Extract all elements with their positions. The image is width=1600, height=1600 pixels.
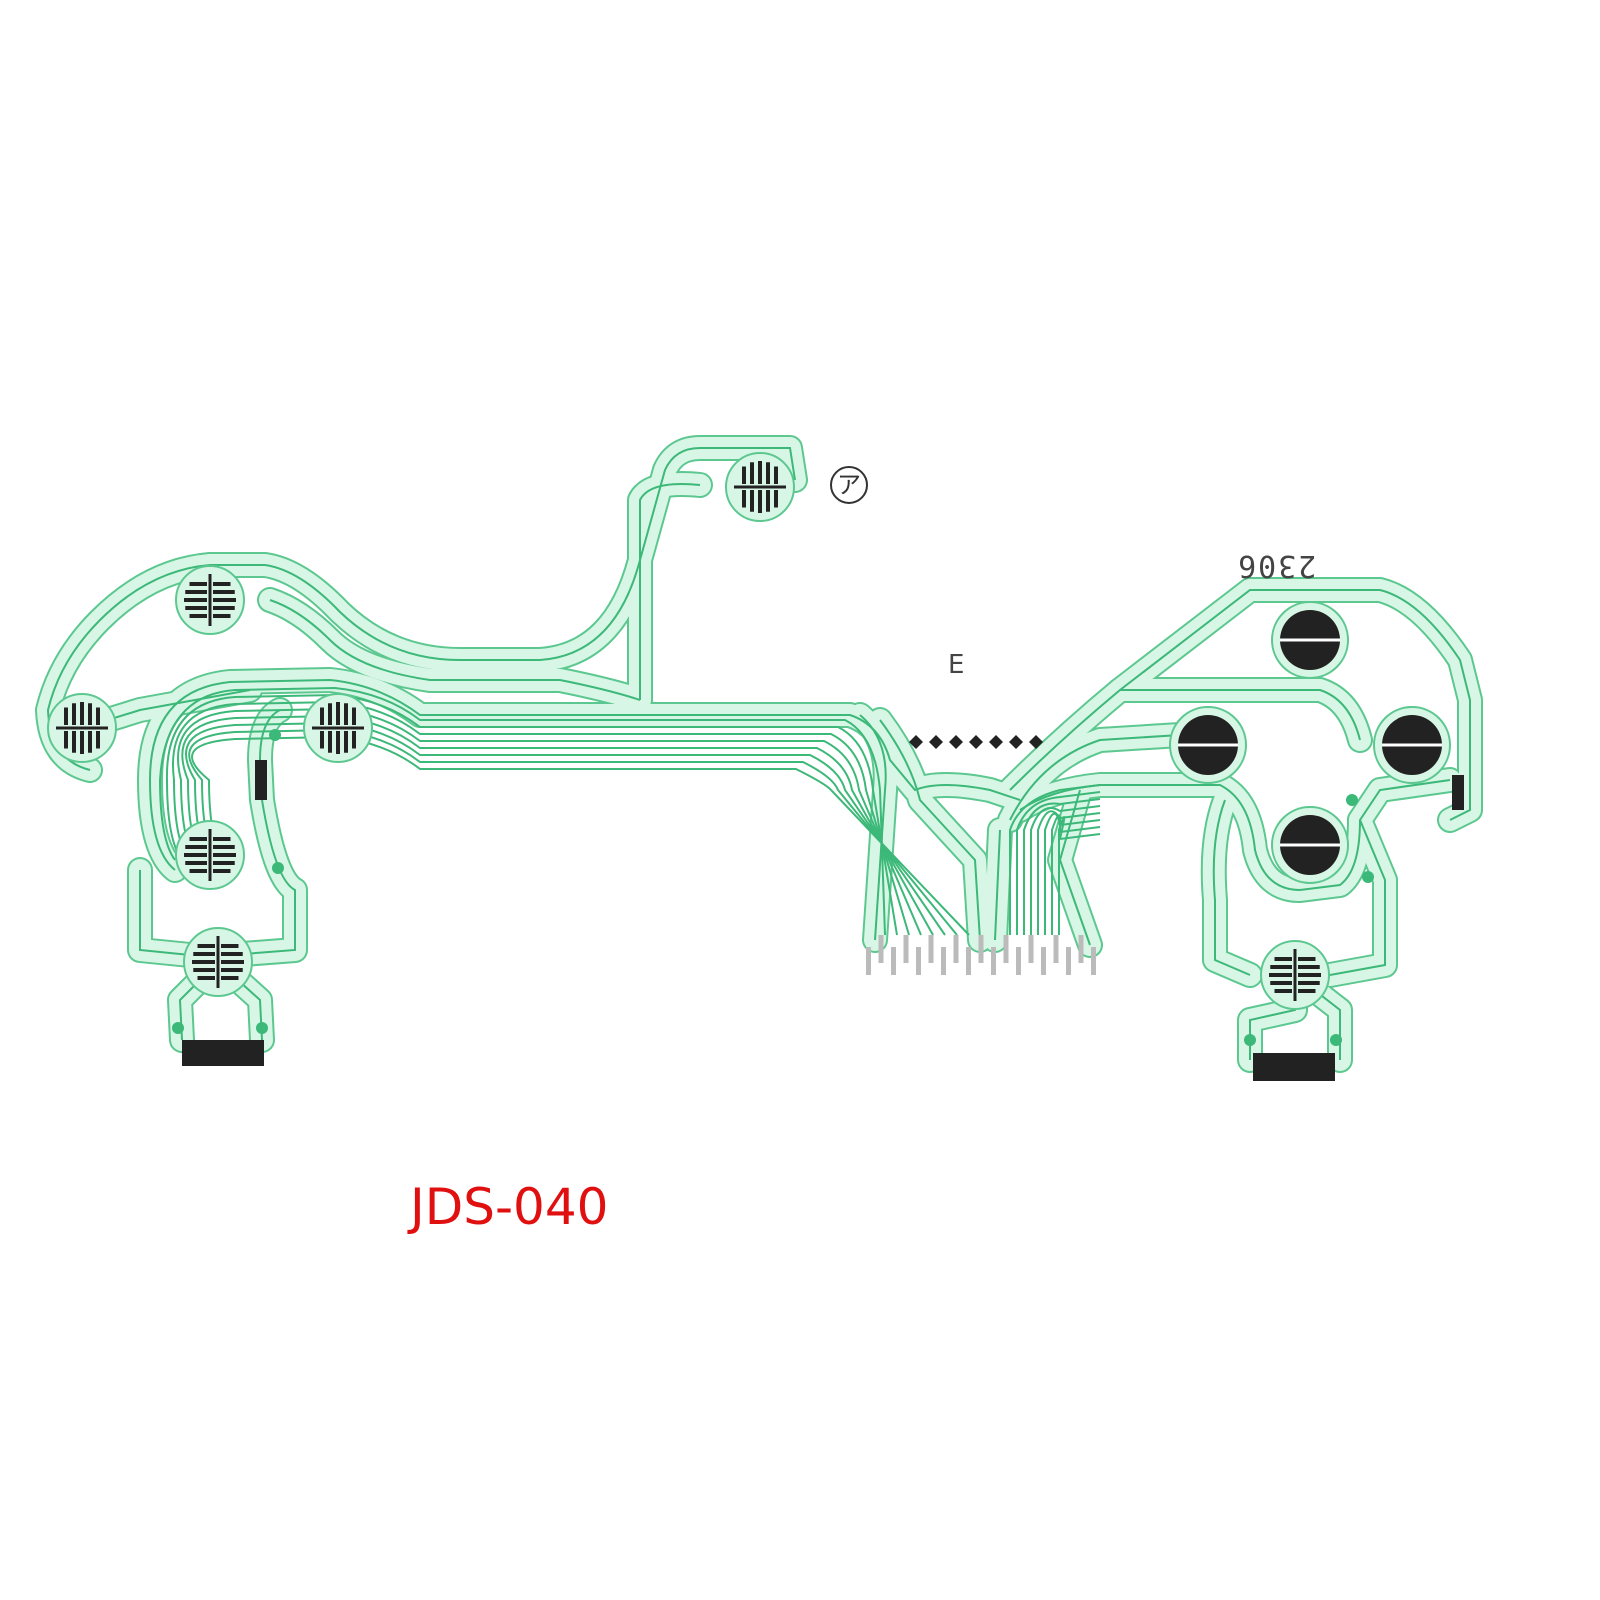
via bbox=[172, 1022, 184, 1034]
solid-switch-pad bbox=[1271, 601, 1349, 679]
bundle-trace bbox=[1051, 814, 1101, 935]
connector-pin bbox=[891, 947, 896, 975]
connector-pin bbox=[916, 947, 921, 975]
diamond-marker bbox=[1029, 735, 1043, 749]
board-code: 2306 bbox=[1236, 548, 1317, 583]
trace bbox=[139, 870, 191, 956]
model-label: JDS-040 bbox=[410, 1178, 609, 1236]
bundle-trace bbox=[188, 728, 958, 936]
bundle-trace bbox=[1023, 798, 1101, 935]
connector-block bbox=[182, 1040, 264, 1066]
trace bbox=[994, 829, 1001, 941]
via bbox=[269, 729, 281, 741]
comb-switch-pad bbox=[183, 927, 253, 997]
trace bbox=[1212, 799, 1251, 976]
connector-pin bbox=[978, 935, 984, 963]
circuit-traces bbox=[46, 447, 1471, 1060]
connector-pin bbox=[966, 947, 971, 975]
connector-pin bbox=[1066, 947, 1071, 975]
comb-switch-pad bbox=[47, 693, 117, 763]
bundle-trace bbox=[191, 735, 970, 936]
comb-switch-pad bbox=[725, 452, 795, 522]
trace bbox=[639, 483, 701, 700]
substrate-band-inner bbox=[629, 473, 711, 711]
connector-pin bbox=[1016, 947, 1021, 975]
connector-pin bbox=[991, 947, 996, 975]
connector-pin bbox=[1053, 935, 1059, 963]
trace bbox=[1009, 589, 1471, 821]
bundle-trace bbox=[177, 707, 922, 936]
bundle-trace bbox=[181, 714, 934, 936]
diamond-marker bbox=[949, 735, 963, 749]
trace bbox=[859, 714, 887, 941]
bundle-trace bbox=[165, 693, 898, 936]
via bbox=[1244, 1034, 1256, 1046]
substrate-band-inner bbox=[219, 699, 306, 966]
solid-switch-pad bbox=[1271, 806, 1349, 884]
solid-switch-pad bbox=[1169, 706, 1247, 784]
connector-pin bbox=[1091, 947, 1096, 975]
resistor bbox=[1452, 775, 1464, 810]
diamond-marker bbox=[1009, 735, 1023, 749]
trace bbox=[148, 678, 1021, 871]
diamond-marker bbox=[909, 735, 923, 749]
trace bbox=[210, 447, 796, 661]
connector-pin bbox=[941, 947, 946, 975]
switch-pads bbox=[47, 452, 1451, 1010]
via bbox=[256, 1022, 268, 1034]
diamond-marker bbox=[929, 735, 943, 749]
bundle-trace bbox=[1016, 791, 1101, 935]
diamond-marker bbox=[969, 735, 983, 749]
bundle-trace bbox=[185, 721, 946, 936]
bundle-trace bbox=[158, 686, 886, 936]
trace bbox=[879, 719, 981, 941]
resistor bbox=[255, 760, 267, 800]
connector-pin bbox=[928, 935, 934, 963]
comb-switch-pad bbox=[175, 820, 245, 890]
connector-pin bbox=[866, 947, 871, 975]
comb-switch-pad bbox=[303, 693, 373, 763]
circled-symbol: ア bbox=[830, 466, 868, 504]
comb-switch-pad bbox=[1260, 940, 1330, 1010]
trace bbox=[1329, 819, 1386, 976]
via bbox=[1362, 871, 1374, 883]
marker-letter: E bbox=[948, 650, 965, 680]
connector-block bbox=[1253, 1053, 1335, 1081]
connector-pin bbox=[1028, 935, 1034, 963]
diamond-marker bbox=[989, 735, 1003, 749]
trace bbox=[269, 599, 641, 701]
connector-pin bbox=[903, 935, 909, 963]
via bbox=[1346, 794, 1358, 806]
trace bbox=[1120, 689, 1361, 741]
bundle-trace bbox=[1058, 816, 1101, 935]
connector-pin bbox=[1078, 935, 1084, 963]
connector-pin bbox=[1041, 947, 1046, 975]
bundle-trace bbox=[1030, 805, 1101, 935]
connector-pin bbox=[953, 935, 959, 963]
via bbox=[1330, 1034, 1342, 1046]
bundle-trace bbox=[1009, 784, 1101, 935]
solid-switch-pad bbox=[1373, 706, 1451, 784]
connector-pin bbox=[878, 935, 884, 963]
comb-switch-pad bbox=[175, 565, 245, 635]
connector-pin bbox=[1003, 935, 1009, 963]
trace bbox=[1009, 734, 1181, 821]
via bbox=[272, 862, 284, 874]
connectors bbox=[172, 729, 1464, 1081]
bundle-trace bbox=[172, 700, 910, 936]
